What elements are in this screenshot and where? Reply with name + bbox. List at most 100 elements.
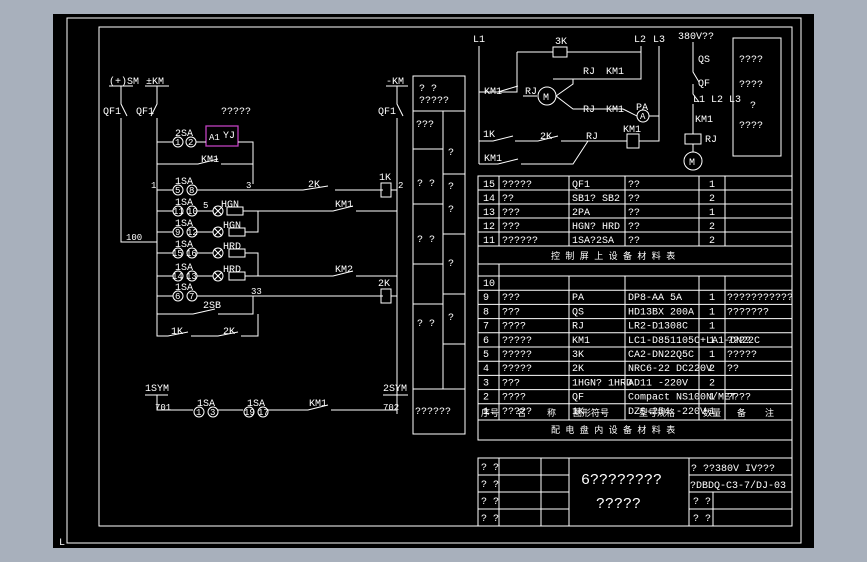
svg-text:?: ? bbox=[448, 205, 454, 216]
lower-cell-no: 7 bbox=[483, 322, 489, 333]
upper-cell-name: ?? bbox=[502, 194, 514, 205]
svg-text:1SA: 1SA bbox=[175, 240, 193, 251]
svg-text:KM1: KM1 bbox=[335, 200, 353, 211]
upper-cell-name: ?????? bbox=[502, 236, 538, 247]
svg-text:380V??: 380V?? bbox=[678, 32, 714, 43]
lower-cell-qty: 1 bbox=[709, 407, 715, 418]
lower-cell-spec: DZS-254 -220V bbox=[628, 407, 706, 418]
upper-cell-qty: 1 bbox=[709, 208, 715, 219]
svg-text:12: 12 bbox=[187, 228, 198, 238]
svg-text:M: M bbox=[543, 93, 549, 104]
lower-cell-code: KM1 bbox=[572, 336, 590, 347]
schematic-drawing: (+)SM ±KM -KM QF1 QF1 QF1 ????? A1 YJ 2S… bbox=[59, 17, 802, 548]
drawing-number: ?DBDQ-C3-7/DJ-03 bbox=[690, 480, 786, 492]
svg-text:??????: ?????? bbox=[415, 407, 451, 418]
lower-cell-code: QF bbox=[572, 393, 584, 404]
svg-text:称: 称 bbox=[547, 407, 556, 419]
svg-text:L1 L2 L3: L1 L2 L3 bbox=[693, 95, 741, 106]
lower-cell-no: 9 bbox=[483, 293, 489, 304]
lower-cell-no: 3 bbox=[483, 378, 489, 389]
material-table-upper: 15?????QF1??114??SB1? SB2??213???2PA??11… bbox=[477, 175, 793, 265]
svg-text:702: 702 bbox=[383, 403, 399, 413]
svg-text:1: 1 bbox=[196, 408, 201, 418]
svg-text:????: ???? bbox=[739, 55, 763, 66]
svg-text:KM1: KM1 bbox=[623, 125, 641, 136]
svg-text:3: 3 bbox=[246, 181, 251, 191]
svg-text:? ?: ? ? bbox=[693, 514, 711, 525]
lower-cell-spec: AD11 -220V bbox=[628, 378, 688, 389]
drawing-title-line1: 6???????? bbox=[581, 472, 662, 489]
svg-text:备: 备 bbox=[737, 407, 746, 419]
svg-text:????: ???? bbox=[739, 80, 763, 91]
breaker-qf1-a: QF1 bbox=[103, 107, 121, 118]
svg-text:RJ: RJ bbox=[586, 132, 598, 143]
switch-row-6: 1SA 6 7 33 bbox=[157, 283, 383, 302]
svg-text:RJ: RJ bbox=[583, 105, 595, 116]
svg-text:1: 1 bbox=[175, 138, 180, 148]
svg-text:QF: QF bbox=[698, 79, 710, 90]
svg-text:?: ? bbox=[448, 259, 454, 270]
lower-cell-note: ??????????? bbox=[727, 293, 793, 304]
lower-cell-qty: 1 bbox=[709, 336, 715, 347]
upper-cell-code: 2PA bbox=[572, 208, 590, 219]
svg-text:名: 名 bbox=[517, 407, 526, 419]
svg-text:2: 2 bbox=[188, 138, 193, 148]
svg-text:注: 注 bbox=[765, 407, 774, 419]
svg-text:2K: 2K bbox=[540, 132, 552, 143]
lower-cell-no: 10 bbox=[483, 279, 495, 290]
svg-text:? ?: ? ? bbox=[417, 179, 435, 190]
svg-text:? ?: ? ? bbox=[481, 480, 499, 491]
switch-row-5: 1SA 14 13 HRD KM2 bbox=[157, 263, 397, 282]
title-voltage: ? ??380V IV??? bbox=[691, 464, 775, 475]
lower-cell-name: ???? bbox=[502, 393, 526, 404]
lower-cell-name: ????? bbox=[502, 350, 532, 361]
lower-cell-name: ??? bbox=[502, 378, 520, 389]
drawing-title-line2: ????? bbox=[596, 496, 641, 513]
svg-text:3K: 3K bbox=[555, 37, 567, 48]
svg-text:19: 19 bbox=[244, 408, 255, 418]
lower-cell-no: 4 bbox=[483, 364, 489, 375]
svg-text:KM1: KM1 bbox=[606, 67, 624, 78]
svg-text:8: 8 bbox=[189, 186, 194, 196]
motor-feed-circuit: 380V?? QS QF L1 L2 L3 KM1 RJ M ???? ????… bbox=[678, 32, 782, 171]
svg-text:QS: QS bbox=[698, 55, 710, 66]
lower-cell-note: ???? bbox=[727, 393, 751, 404]
lower-cell-code: 3K bbox=[572, 350, 584, 361]
drawing-canvas: (+)SM ±KM -KM QF1 QF1 QF1 ????? A1 YJ 2S… bbox=[53, 14, 814, 548]
svg-text:???: ??? bbox=[416, 120, 434, 131]
lower-cell-spec: DP8-AA 5A bbox=[628, 293, 682, 304]
top-motor-circuit: L1 L2 L3 3K RJ RJ KM1 KM1 RJ M RJ KM1 PA… bbox=[473, 35, 665, 165]
svg-text:? ?: ? ? bbox=[419, 84, 437, 95]
bus-label-sm: (+)SM bbox=[109, 76, 139, 88]
upper-cell-no: 14 bbox=[483, 194, 495, 205]
upper-cell-qty: 2 bbox=[709, 236, 715, 247]
svg-text:KM1: KM1 bbox=[309, 399, 327, 410]
svg-text:2K: 2K bbox=[308, 180, 320, 191]
svg-text:1K: 1K bbox=[171, 327, 183, 338]
lower-cell-spec: LC1-D851105C+LA1-DN22C bbox=[628, 336, 760, 347]
lower-cell-code: 2K bbox=[572, 364, 584, 375]
switch-row-2: 1SA 11 10 5 HGN KM1 bbox=[157, 198, 397, 217]
upper-cell-name: ??? bbox=[502, 222, 520, 233]
upper-cell-spec: ?? bbox=[628, 194, 640, 205]
upper-cell-qty: 1 bbox=[709, 180, 715, 191]
svg-text:? ?: ? ? bbox=[481, 463, 499, 474]
svg-text:L1: L1 bbox=[473, 35, 485, 46]
lower-cell-no: 1 bbox=[483, 407, 489, 418]
svg-text:15: 15 bbox=[172, 249, 183, 259]
coil-2k-label: 2K bbox=[378, 279, 390, 290]
lower-cell-name: ????? bbox=[502, 407, 532, 418]
svg-text:HRD: HRD bbox=[223, 242, 241, 253]
svg-text:?????: ????? bbox=[419, 96, 449, 107]
svg-text:M: M bbox=[689, 158, 695, 169]
svg-text:?: ? bbox=[448, 313, 454, 324]
svg-text:7: 7 bbox=[189, 292, 194, 302]
svg-text:HRD: HRD bbox=[223, 265, 241, 276]
outer-frame bbox=[66, 17, 802, 544]
svg-text:?: ? bbox=[448, 182, 454, 193]
lower-cell-code: 1HGN? 1HRD bbox=[572, 378, 632, 389]
upper-cell-code: HGN? HRD bbox=[572, 222, 620, 233]
coil-1k-label: 1K bbox=[379, 173, 391, 184]
svg-text:图形符号: 图形符号 bbox=[573, 407, 609, 419]
lower-cell-note: ??????? bbox=[727, 307, 769, 318]
